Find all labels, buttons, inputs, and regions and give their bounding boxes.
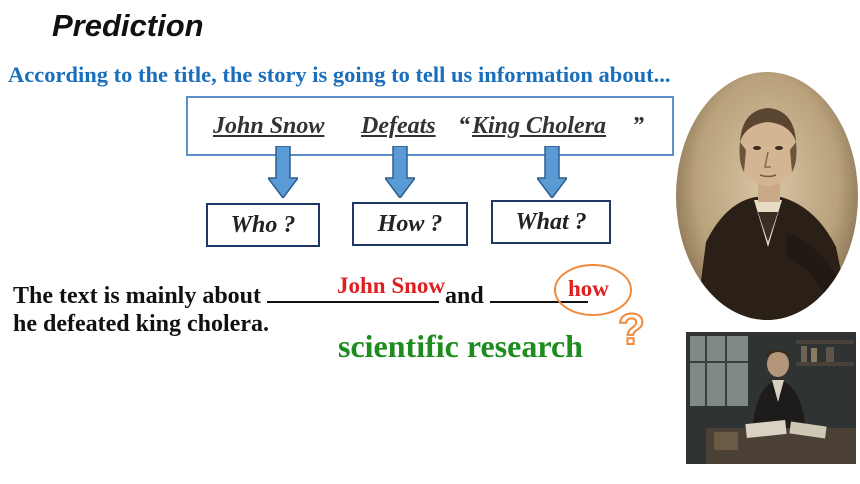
summary-sentence-line2: he defeated king cholera. bbox=[13, 311, 269, 337]
down-arrow-icon bbox=[537, 146, 567, 198]
down-arrow-icon bbox=[385, 146, 415, 198]
title-open-quote: “ bbox=[458, 113, 470, 139]
title-close-quote: ” bbox=[632, 113, 644, 139]
title-object: King Cholera bbox=[472, 113, 607, 139]
blank-2 bbox=[489, 277, 588, 303]
answer-how: how bbox=[568, 276, 609, 301]
sentence-part2: and bbox=[445, 283, 484, 309]
intro-text: According to the title, the story is goi… bbox=[8, 62, 671, 87]
question-how: How ? bbox=[352, 202, 468, 246]
highlight-circle bbox=[554, 264, 632, 316]
answer-john-snow: John Snow bbox=[337, 273, 446, 298]
story-title-box bbox=[186, 96, 674, 156]
sentence-part1: The text is mainly about bbox=[13, 283, 262, 309]
question-who: Who ? bbox=[206, 203, 320, 247]
blank-1 bbox=[267, 277, 440, 303]
research-scene-icon bbox=[686, 332, 856, 464]
research-scene-photo bbox=[686, 332, 856, 464]
john-snow-portrait bbox=[676, 72, 858, 320]
summary-sentence-line1: The text is mainly about and bbox=[13, 277, 588, 310]
question-mark-icon: ? bbox=[617, 304, 646, 355]
portrait-figure-icon bbox=[696, 108, 851, 320]
question-what: What ? bbox=[491, 200, 611, 244]
scientific-research-note: scientific research bbox=[338, 328, 583, 364]
down-arrow-icon bbox=[268, 146, 298, 198]
title-verb: Defeats bbox=[361, 113, 436, 139]
slide-title: Prediction bbox=[52, 8, 204, 43]
title-name: John Snow bbox=[213, 113, 325, 139]
